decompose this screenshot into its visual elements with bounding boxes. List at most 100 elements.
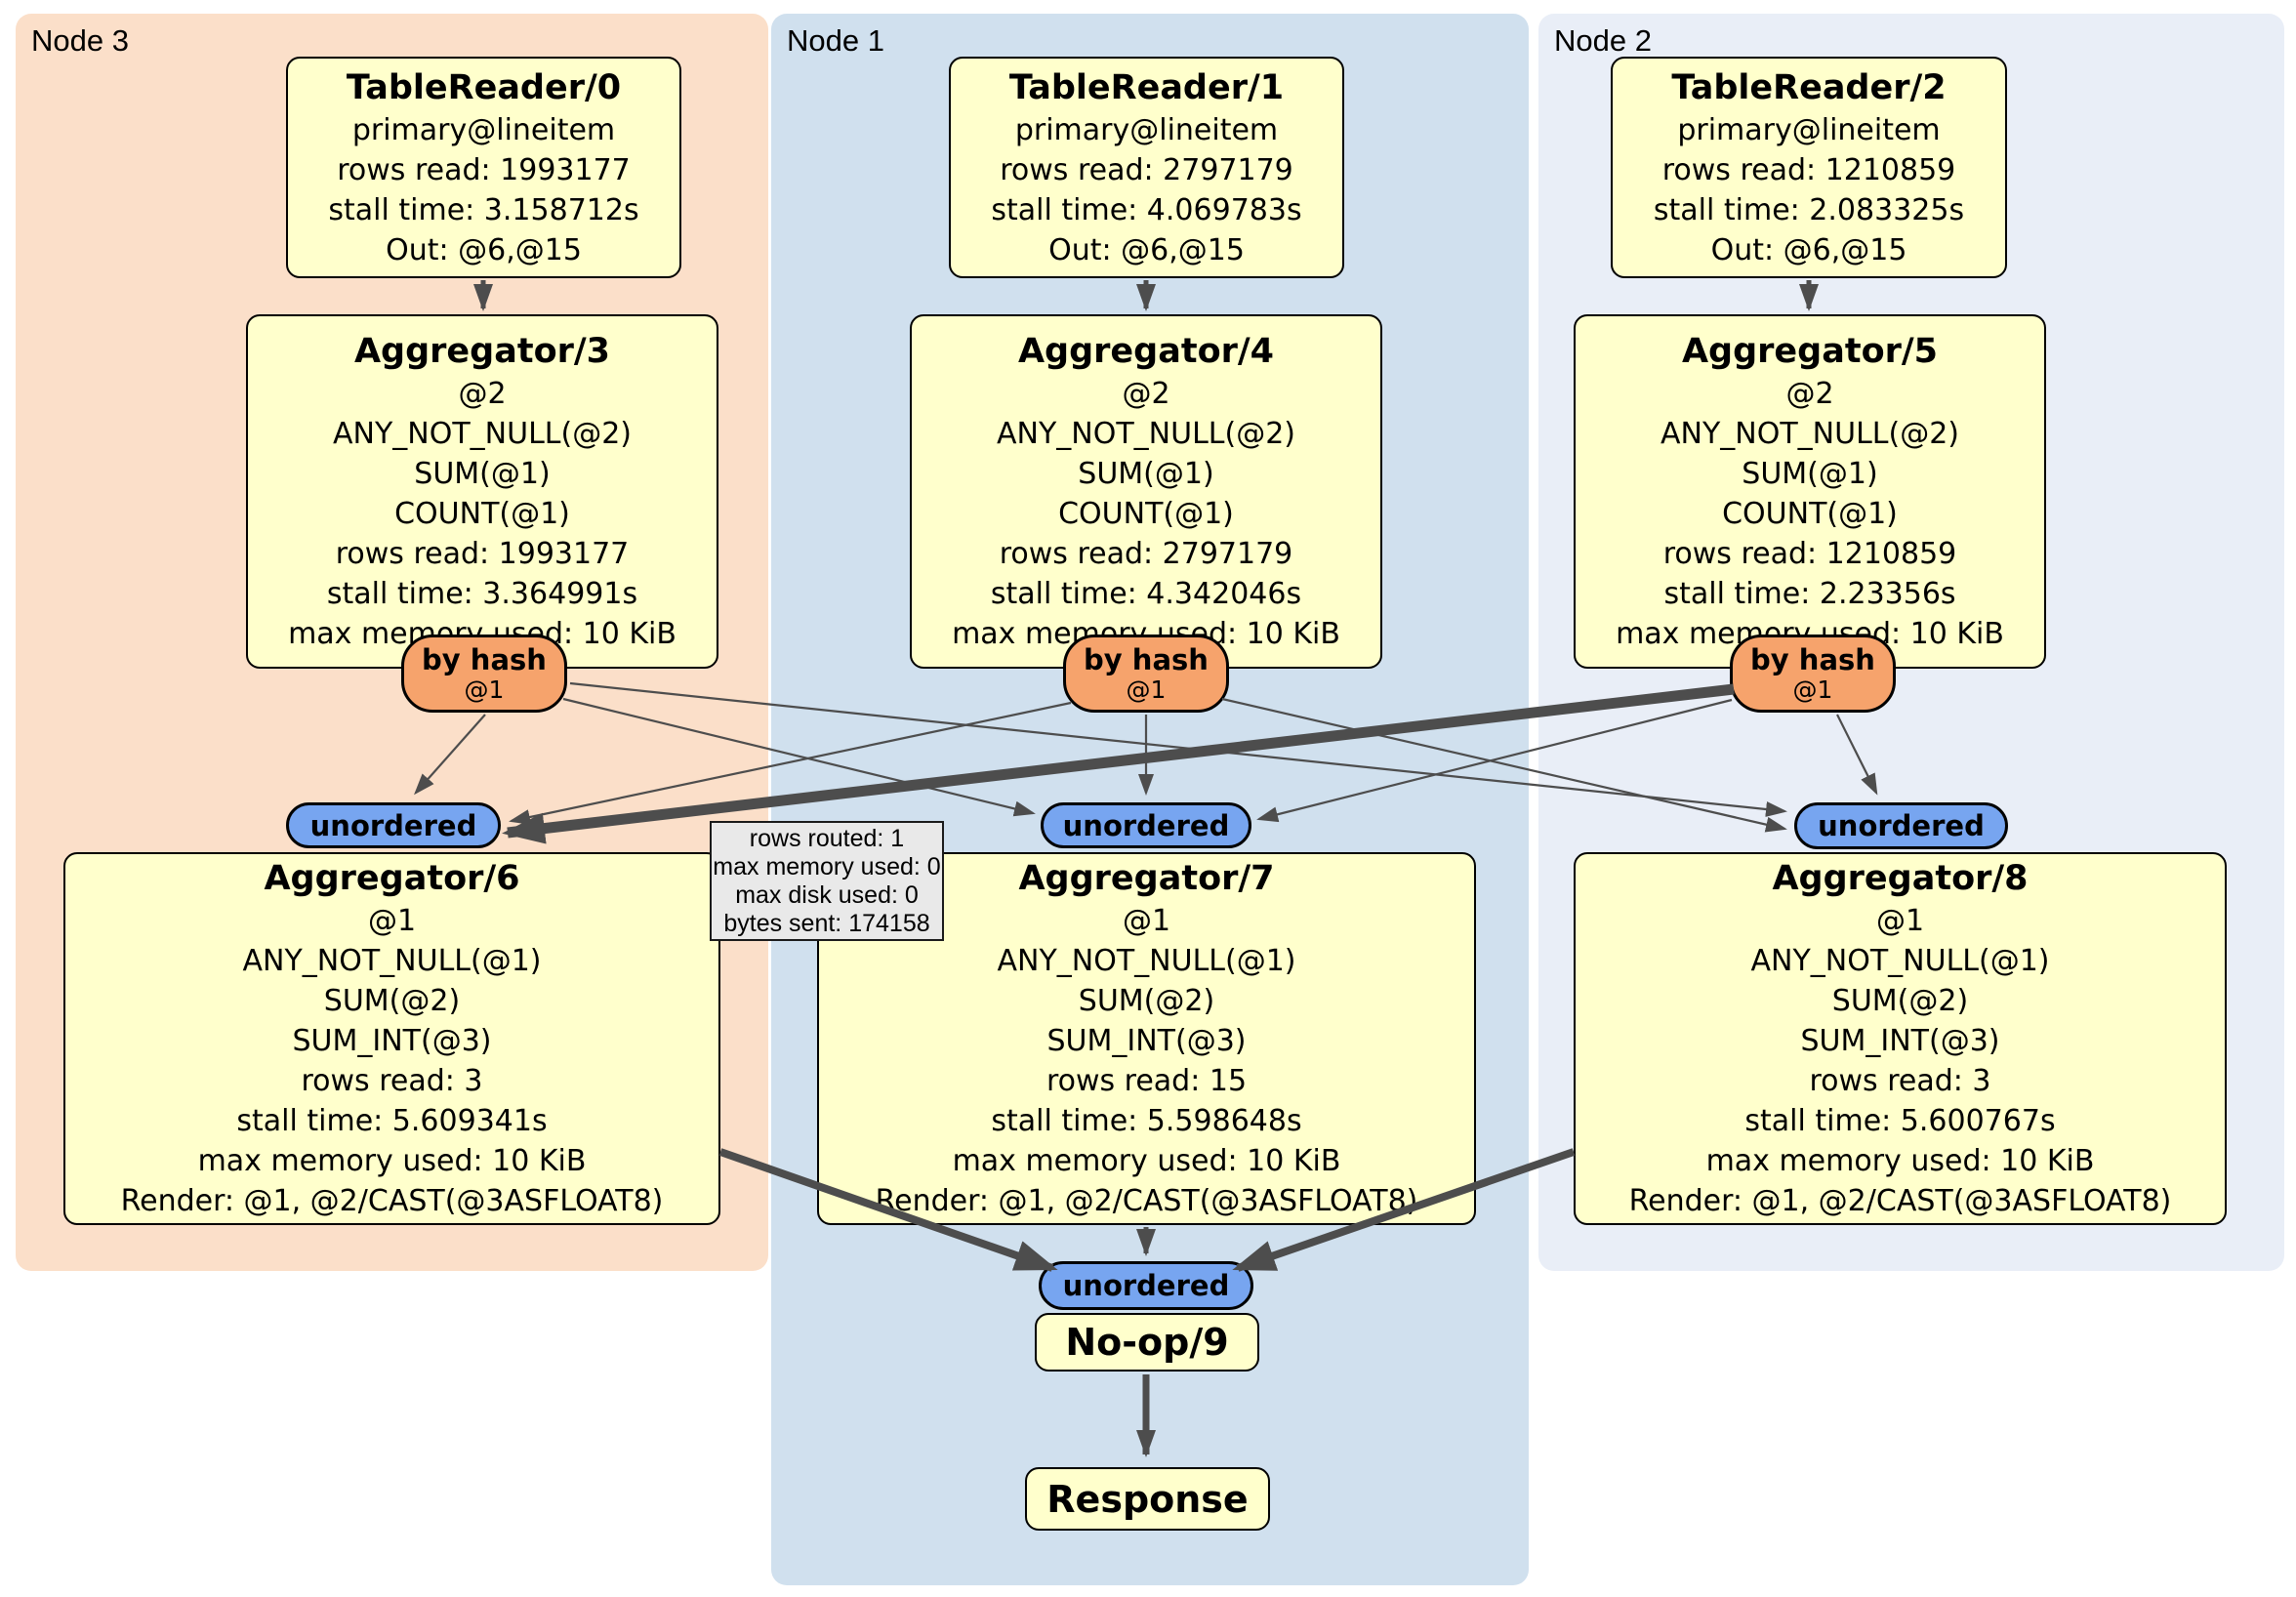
panel-label-node1: Node 1 [787,23,884,58]
sync-label: unordered [309,808,477,842]
stat-line: rows read: 1993177 [337,152,631,187]
processor-tablereader-2[interactable]: TableReader/2 primary@lineitem rows read… [1611,57,2007,278]
tooltip-line: rows routed: 1 [749,824,905,852]
router-by-hash-node2[interactable]: by hash @1 [1730,635,1896,713]
processor-response[interactable]: Response [1025,1467,1270,1531]
stat-line: stall time: 4.069783s [991,192,1302,227]
stat-line: stall time: 5.598648s [991,1104,1302,1138]
stat-line: stall time: 3.158712s [328,192,639,227]
stat-line: ANY_NOT_NULL(@2) [997,417,1295,451]
tooltip-line: bytes sent: 174158 [723,909,930,937]
processor-title: Aggregator/8 [1772,859,2029,898]
tooltip-line: max memory used: 0 [713,852,941,880]
stat-line: SUM_INT(@3) [1800,1024,2000,1058]
processor-aggregator-4[interactable]: Aggregator/4 @2 ANY_NOT_NULL(@2) SUM(@1)… [910,314,1382,669]
stat-line: primary@lineitem [1677,112,1941,147]
processor-tablereader-0[interactable]: TableReader/0 primary@lineitem rows read… [286,57,681,278]
stat-line: stall time: 4.342046s [990,577,1302,611]
stat-line: Out: @6,@15 [1048,232,1245,267]
processor-title: Response [1046,1477,1249,1521]
processor-title: Aggregator/5 [1681,332,1939,371]
router-by-hash-node1[interactable]: by hash @1 [1063,635,1229,713]
sync-unordered-node1[interactable]: unordered [1041,802,1251,848]
panel-label-node2: Node 2 [1554,23,1652,58]
stat-line: max memory used: 10 KiB [1705,1144,2095,1178]
processor-title: Aggregator/6 [264,859,520,898]
processor-title: TableReader/2 [1671,67,1947,107]
stat-line: ANY_NOT_NULL(@2) [1660,417,1959,451]
stat-line: ANY_NOT_NULL(@1) [1750,944,2050,978]
tooltip-line: max disk used: 0 [735,880,919,909]
stat-line: SUM(@2) [1078,984,1215,1018]
stat-line: @1 [367,904,417,938]
stat-line: primary@lineitem [1014,112,1279,147]
processor-aggregator-5[interactable]: Aggregator/5 @2 ANY_NOT_NULL(@2) SUM(@1)… [1574,314,2046,669]
sync-unordered-node3[interactable]: unordered [286,802,501,848]
processor-title: Aggregator/7 [1018,859,1275,898]
processor-title: Aggregator/4 [1017,332,1275,371]
stat-line: rows read: 1210859 [1662,537,1957,571]
stat-line: SUM(@2) [1831,984,1969,1018]
stat-line: SUM(@2) [323,984,461,1018]
stat-line: Render: @1, @2/CAST(@3ASFLOAT8) [1628,1184,2172,1218]
edge-tooltip: rows routed: 1 max memory used: 0 max di… [710,821,944,941]
stat-line: Out: @6,@15 [386,232,582,267]
stat-line: max memory used: 10 KiB [952,1144,1341,1178]
stat-line: rows read: 15 [1046,1064,1248,1098]
stat-line: rows read: 1993177 [335,537,630,571]
processor-aggregator-8[interactable]: Aggregator/8 @1 ANY_NOT_NULL(@1) SUM(@2)… [1574,852,2227,1225]
stat-line: max memory used: 10 KiB [197,1144,587,1178]
stat-line: @1 [1122,904,1171,938]
stat-line: SUM(@1) [1742,457,1878,491]
stat-line: @2 [458,377,507,411]
processor-title: Aggregator/3 [353,332,611,371]
processor-noop-9[interactable]: No-op/9 [1035,1313,1259,1372]
router-columns: @1 [464,676,505,704]
router-columns: @1 [1792,676,1833,704]
stat-line: ANY_NOT_NULL(@2) [333,417,632,451]
processor-title: TableReader/0 [346,67,622,107]
stat-line: rows read: 1210859 [1661,152,1956,187]
stat-line: SUM_INT(@3) [292,1024,492,1058]
stat-line: stall time: 2.23356s [1663,577,1956,611]
stat-line: SUM_INT(@3) [1046,1024,1247,1058]
router-label: by hash [422,643,547,676]
sync-unordered-final[interactable]: unordered [1039,1261,1253,1310]
stat-line: @2 [1122,377,1170,411]
stat-line: SUM(@1) [414,457,551,491]
stat-line: Render: @1, @2/CAST(@3ASFLOAT8) [120,1184,664,1218]
stat-line: @1 [1875,904,1925,938]
panel-label-node3: Node 3 [31,23,129,58]
stat-line: rows read: 2797179 [999,537,1293,571]
processor-aggregator-3[interactable]: Aggregator/3 @2 ANY_NOT_NULL(@2) SUM(@1)… [246,314,718,669]
stat-line: rows read: 2797179 [1000,152,1293,187]
stat-line: stall time: 3.364991s [326,577,638,611]
stat-line: COUNT(@1) [394,497,570,531]
stat-line: ANY_NOT_NULL(@1) [997,944,1296,978]
router-label: by hash [1084,643,1209,676]
stat-line: @2 [1785,377,1834,411]
sync-label: unordered [1818,809,1985,842]
stat-line: stall time: 2.083325s [1653,192,1965,227]
processor-title: TableReader/1 [1008,67,1285,107]
processor-title: No-op/9 [1065,1321,1229,1364]
sync-label: unordered [1062,808,1230,842]
stat-line: COUNT(@1) [1058,497,1234,531]
stat-line: rows read: 3 [301,1064,483,1098]
router-label: by hash [1750,643,1875,676]
router-by-hash-node3[interactable]: by hash @1 [401,635,567,713]
sync-label: unordered [1062,1269,1230,1302]
stat-line: primary@lineitem [351,112,616,147]
sync-unordered-node2[interactable]: unordered [1794,802,2008,849]
stat-line: Render: @1, @2/CAST(@3ASFLOAT8) [875,1184,1418,1218]
stat-line: Out: @6,@15 [1710,232,1907,267]
router-columns: @1 [1126,676,1167,704]
processor-aggregator-6[interactable]: Aggregator/6 @1 ANY_NOT_NULL(@1) SUM(@2)… [63,852,720,1225]
stat-line: ANY_NOT_NULL(@1) [242,944,542,978]
stat-line: COUNT(@1) [1722,497,1898,531]
stat-line: stall time: 5.609341s [236,1104,548,1138]
stat-line: stall time: 5.600767s [1744,1104,2056,1138]
processor-tablereader-1[interactable]: TableReader/1 primary@lineitem rows read… [949,57,1344,278]
stat-line: SUM(@1) [1078,457,1214,491]
